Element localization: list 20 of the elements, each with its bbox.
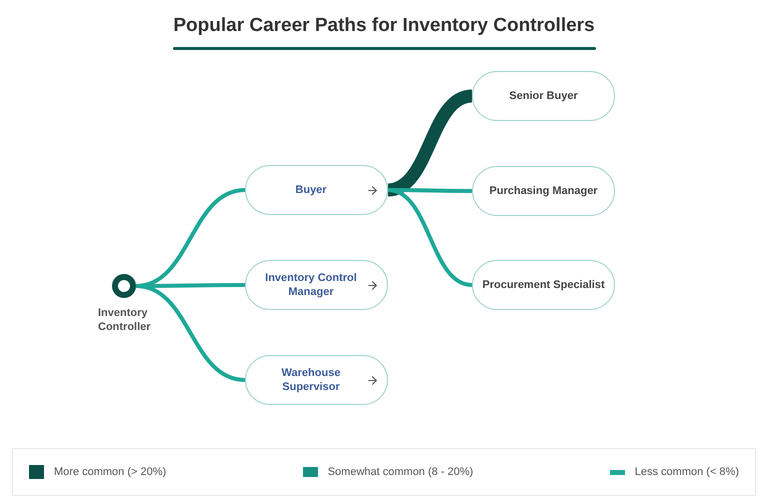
career-pill: [472, 71, 615, 121]
connector-line: [386, 90, 474, 196]
career-title: Inventory Control Manager: [264, 271, 358, 299]
career-title: Warehouse Supervisor: [280, 366, 342, 394]
career-pill: [245, 165, 388, 215]
title: Popular Career Paths for Inventory Controllers: [172, 14, 596, 38]
career-title: Senior Buyer: [509, 89, 578, 103]
career-pill: [472, 260, 615, 310]
career-pill: [472, 166, 615, 216]
career-pill: [245, 355, 388, 405]
connector-line: [136, 284, 246, 382]
node-caption: Inventory Controller: [98, 306, 152, 334]
career-title: Purchasing Manager: [489, 184, 598, 198]
career-pill: [245, 260, 388, 310]
career-title: Procurement Specialist: [482, 278, 605, 292]
career-title: Buyer: [295, 183, 327, 197]
connector-line: [388, 188, 472, 287]
legend-text: More common (> 20%): [54, 464, 166, 480]
legend-text: Somewhat common (8 - 20%): [328, 464, 474, 480]
legend-text: Less common (< 8%): [634, 464, 739, 480]
